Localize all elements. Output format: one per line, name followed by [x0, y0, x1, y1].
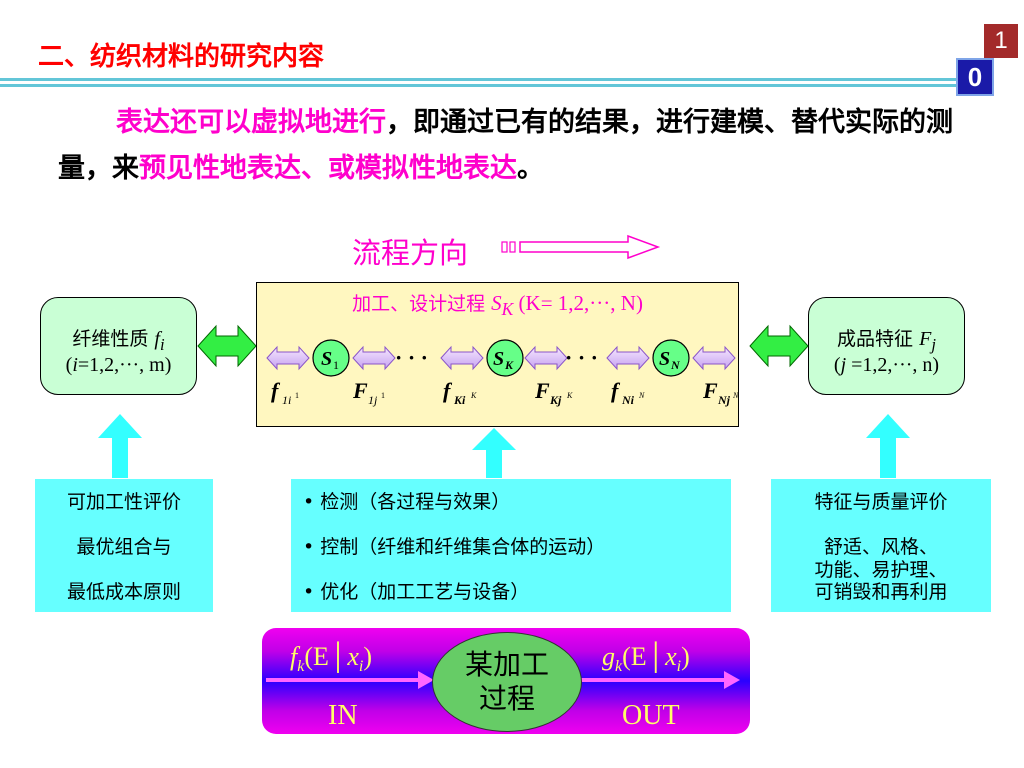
chain-arrow-6 — [692, 345, 736, 371]
svg-text:1i: 1i — [282, 393, 291, 407]
func-label-fni: f Ni N — [611, 378, 645, 407]
control-item-control: • 控制（纤维和纤维集合体的运动） — [303, 536, 606, 558]
svg-text:1: 1 — [333, 358, 339, 372]
input-formula: fk(E│xi) — [290, 642, 372, 676]
flow-direction-arrow — [501, 234, 661, 260]
svg-text:K: K — [504, 358, 514, 372]
chain-ellipsis-2: · · · — [565, 345, 598, 370]
processability-line-2: 最优组合与 — [76, 536, 172, 558]
slide-title: 二、纺织材料的研究内容 — [38, 42, 325, 72]
svg-text:f: f — [443, 378, 453, 403]
chain-arrow-5 — [606, 345, 650, 371]
svg-text:S: S — [321, 348, 332, 370]
product-characteristics-line1: 成品特征 Fj — [837, 328, 936, 354]
in-label: IN — [328, 700, 358, 731]
quality-line-4: 可销毁和再利用 — [814, 581, 948, 603]
process-title: 加工、设计过程 SK (K= 1,2,···, N) — [352, 291, 643, 320]
func-label-fki: f Ki K — [443, 378, 477, 407]
chain-arrow-3 — [440, 345, 484, 371]
svg-text:K: K — [470, 391, 477, 400]
svg-text:N: N — [670, 358, 681, 372]
flow-direction-label: 流程方向 — [352, 236, 469, 270]
chain-ellipsis-1: · · · — [395, 345, 428, 370]
func-label-f1i: f 1i 1 — [271, 378, 299, 407]
svg-text:f: f — [271, 378, 281, 403]
io-arrows — [266, 671, 740, 689]
fiber-properties-box: 纤维性质 fi (i=1,2,···, m) — [40, 297, 197, 395]
process-ellipse: 某加工 过程 — [432, 632, 582, 732]
stage-node-sn: S N — [652, 339, 690, 377]
svg-text:S: S — [659, 348, 670, 370]
fiber-properties-line2: (i=1,2,···, m) — [65, 354, 172, 376]
quality-line-2: 舒适、风格、 — [823, 536, 938, 558]
control-box: • 检测（各过程与效果） • 控制（纤维和纤维集合体的运动） • 优化（加工工艺… — [290, 478, 732, 613]
svg-text:F: F — [702, 378, 718, 403]
page-number-bottom: 0 — [956, 58, 994, 96]
process-box: 加工、设计过程 SK (K= 1,2,···, N) S 1 S K S — [256, 282, 739, 427]
processability-box: 可加工性评价 最优组合与 最低成本原则 — [34, 478, 214, 613]
intro-paragraph: 表达还可以虚拟地进行，即通过已有的结果，进行建模、替代实际的测量，来预见性地表达… — [58, 100, 978, 192]
processability-line-3: 最低成本原则 — [66, 581, 181, 603]
quality-line-3: 功能、易护理、 — [814, 559, 948, 581]
control-item-detect: • 检测（各过程与效果） — [303, 491, 511, 513]
up-arrow-right — [866, 414, 910, 478]
func-label-f1j: F 1j 1 — [352, 378, 385, 407]
page-number-top: 1 — [984, 24, 1018, 58]
stage-node-sk: S K — [486, 339, 524, 377]
svg-text:Nj: Nj — [717, 393, 731, 407]
intro-highlight-1: 表达还可以虚拟地进行 — [116, 107, 386, 138]
stage-node-s1: S 1 — [312, 339, 350, 377]
process-ellipse-line-2: 过程 — [478, 682, 535, 715]
out-label: OUT — [622, 700, 680, 731]
process-ellipse-text: 某加工 过程 — [433, 648, 581, 716]
chain-arrow-2 — [352, 345, 396, 371]
quality-evaluation-box: 特征与质量评价 舒适、风格、 功能、易护理、 可销毁和再利用 — [770, 478, 992, 613]
up-arrow-left — [98, 414, 142, 478]
process-ellipse-line-1: 某加工 — [464, 648, 549, 681]
chain-arrow-4 — [524, 345, 568, 371]
svg-text:F: F — [352, 378, 368, 403]
svg-text:N: N — [638, 391, 645, 400]
svg-text:1: 1 — [381, 391, 385, 400]
right-double-arrow — [749, 324, 809, 368]
fiber-properties-line1: 纤维性质 fi — [72, 328, 165, 354]
intro-text-1: ，即通过已有的结果，进行建模、替代实际的测量，来 — [58, 107, 953, 184]
svg-text:Kj: Kj — [549, 393, 562, 407]
processability-line-1: 可加工性评价 — [66, 491, 181, 513]
product-characteristics-box: 成品特征 Fj (j =1,2,···, n) — [808, 297, 965, 395]
product-characteristics-line2: (j =1,2,···, n) — [833, 354, 940, 376]
output-arrow — [580, 671, 740, 689]
title-rule-bottom — [0, 84, 965, 87]
svg-text:Ki: Ki — [453, 393, 466, 407]
intro-text-2: 。 — [517, 153, 544, 184]
quality-line-1: 特征与质量评价 — [814, 491, 948, 513]
func-label-fkj: F Kj K — [534, 378, 573, 407]
svg-text:K: K — [566, 391, 573, 400]
svg-text:Ni: Ni — [621, 393, 635, 407]
up-arrow-middle — [472, 428, 516, 480]
svg-text:S: S — [493, 348, 504, 370]
svg-text:1: 1 — [295, 391, 299, 400]
chain-arrow-1 — [266, 345, 310, 371]
input-arrow — [266, 671, 434, 689]
output-formula: gk(E│xi) — [602, 642, 690, 676]
svg-text:F: F — [534, 378, 550, 403]
title-rule-top — [0, 78, 965, 81]
func-label-fnj: F Nj N — [702, 378, 738, 407]
intro-highlight-2: 预见性地表达、或模拟性地表达 — [139, 153, 517, 184]
left-double-arrow — [197, 324, 257, 368]
control-item-optimize: • 优化（加工工艺与设备） — [303, 581, 530, 603]
svg-text:f: f — [611, 378, 621, 403]
svg-text:N: N — [732, 391, 738, 400]
process-chain: S 1 S K S N · · · · · · f 1i 1 F 1j 1 f — [266, 339, 738, 407]
svg-text:1j: 1j — [368, 393, 378, 407]
